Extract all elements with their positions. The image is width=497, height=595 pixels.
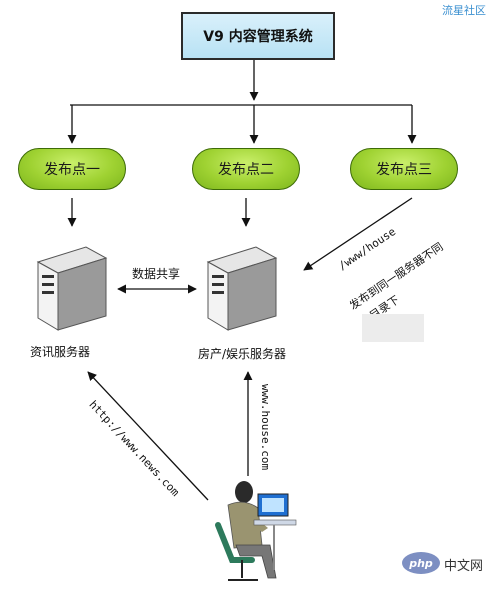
php-site-text: 中文网 [444, 559, 484, 574]
house-server-label: 房产/娱乐服务器 [198, 347, 287, 361]
house-url-label: www.house.com [259, 384, 272, 471]
publish-point-2: 发布点二 [192, 148, 300, 190]
news-server-label: 资讯服务器 [30, 345, 91, 359]
news-server-icon [36, 246, 108, 331]
publish-point-1: 发布点一 [18, 148, 126, 190]
data-share-label: 数据共享 [132, 267, 181, 281]
placeholder-box [362, 314, 424, 342]
user-at-computer-icon [215, 481, 297, 581]
publish-point-3: 发布点三 [350, 148, 458, 190]
house-server-icon [206, 246, 278, 331]
watermark-text: 流星社区 [442, 4, 486, 17]
user-to-news-arrow [87, 371, 209, 501]
php-logo: php [402, 552, 440, 574]
system-title: V9 内容管理系统 [181, 12, 335, 60]
pill3-to-house-arrow [303, 197, 413, 271]
